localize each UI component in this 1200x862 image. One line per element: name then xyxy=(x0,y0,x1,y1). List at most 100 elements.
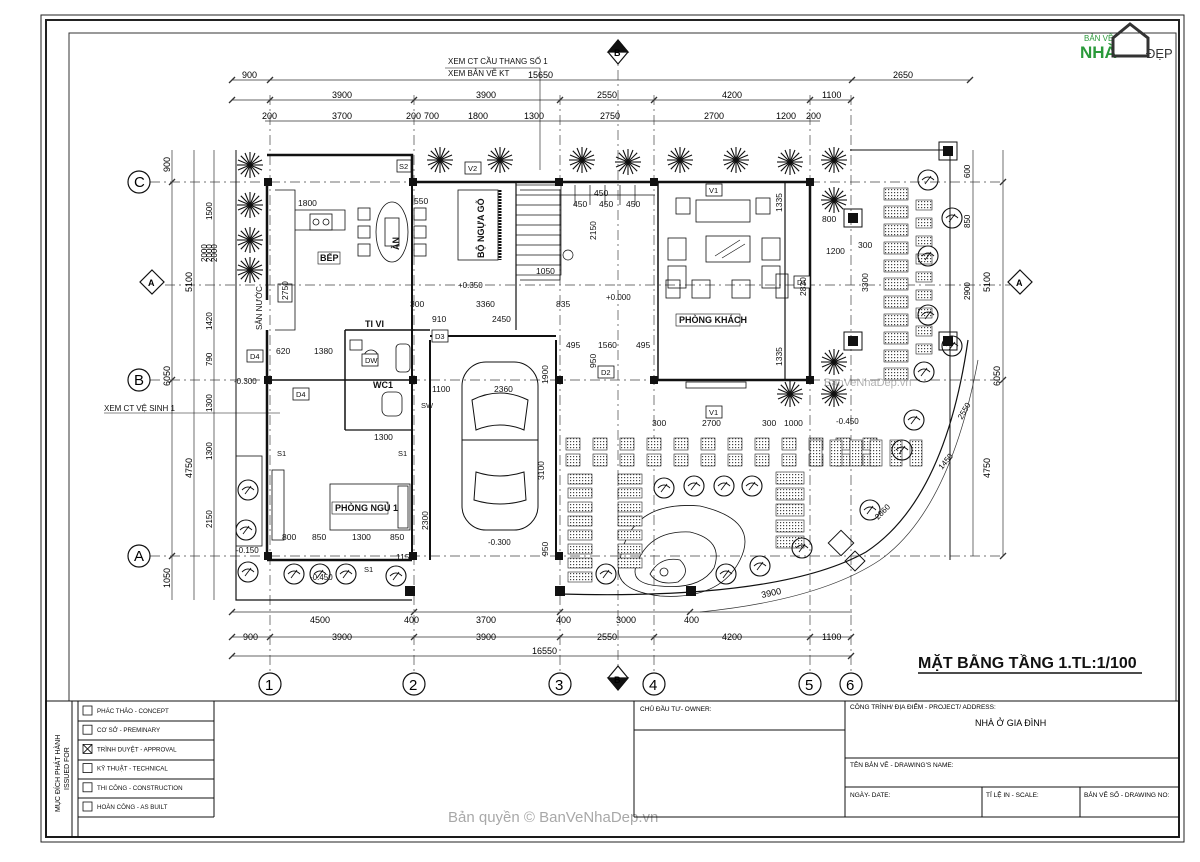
paving-tile xyxy=(567,515,593,527)
svg-text:1560: 1560 xyxy=(598,340,617,350)
dim-left-6050: 6050 xyxy=(162,366,172,386)
logo-line3: ĐẸP xyxy=(1146,46,1173,61)
interior-dims: 1800 550 2750 1050 300 3360 910 2450 835… xyxy=(276,188,872,562)
checkbox xyxy=(82,763,93,773)
issue-option: KỸ THUẬT - TECHNICAL xyxy=(82,763,168,773)
shrub-icon xyxy=(859,499,881,521)
paving-tile xyxy=(883,331,909,345)
date-label: NGÀY- DATE: xyxy=(850,790,891,799)
palm-plant-icon xyxy=(615,149,641,175)
logo-line1: BẢN VẼ xyxy=(1084,34,1113,43)
axis-B: B xyxy=(134,372,144,389)
issue-option-label: KỸ THUẬT - TECHNICAL xyxy=(97,766,168,773)
dim-left-1420: 1420 xyxy=(205,312,214,330)
issue-option: TRÌNH DUYỆT - APPROVAL xyxy=(82,744,177,754)
svg-text:1200: 1200 xyxy=(826,246,845,256)
paving-tile xyxy=(883,313,909,327)
axis-1: 1 xyxy=(265,677,273,694)
paving-tile xyxy=(869,439,883,467)
paving-tile xyxy=(617,501,643,513)
paving-tile xyxy=(673,437,689,451)
paving-tile xyxy=(646,453,662,467)
palm-plant-icon xyxy=(487,147,513,173)
shrub-icon xyxy=(891,439,913,461)
svg-text:620: 620 xyxy=(276,346,290,356)
title-block xyxy=(45,700,1180,838)
bottom-dimensions: 4500 400 3700 400 3000 400 900 3900 3900… xyxy=(243,586,841,656)
section-a-left: A xyxy=(148,278,155,288)
dim-det-3700: 3700 xyxy=(332,111,352,121)
rock-garden xyxy=(618,505,746,597)
svg-text:850: 850 xyxy=(390,532,404,542)
dim-axis-2550: 2550 xyxy=(597,90,617,100)
tag-dw: DW xyxy=(365,356,378,365)
svg-text:1000: 1000 xyxy=(784,418,803,428)
scale-label: TỈ LỆ IN - SCALE: xyxy=(986,790,1039,799)
axis-6: 6 xyxy=(846,677,854,694)
tag-s1-c: S1 xyxy=(364,565,373,574)
svg-text:550: 550 xyxy=(414,196,428,206)
shrub-icon xyxy=(749,555,771,577)
tag-sw: SW xyxy=(421,401,434,410)
dim-det-2700: 2700 xyxy=(704,111,724,121)
note-stair: XEM CT CẦU THANG SỐ 1 xyxy=(448,56,548,66)
svg-text:1050: 1050 xyxy=(536,266,555,276)
paving-tile xyxy=(883,367,909,381)
paving-tile xyxy=(619,453,635,467)
issue-option: PHÁC THẢO - CONCEPT xyxy=(82,705,169,716)
note-toilet: XEM CT VỆ SINH 1 xyxy=(104,404,176,413)
svg-text:2300: 2300 xyxy=(420,511,430,530)
svg-text:850: 850 xyxy=(312,532,326,542)
tag-d3: D3 xyxy=(435,332,445,341)
svg-text:450: 450 xyxy=(599,199,613,209)
shrub-icon xyxy=(917,169,939,191)
axis-2: 2 xyxy=(409,677,417,694)
svg-text:495: 495 xyxy=(566,340,580,350)
paving-tile xyxy=(915,289,933,301)
svg-text:2360: 2360 xyxy=(494,384,513,394)
shrub-icon xyxy=(595,563,617,585)
paving-tile xyxy=(754,453,770,467)
dim-left-2150: 2150 xyxy=(205,510,214,528)
svg-text:450: 450 xyxy=(594,188,608,198)
dim-det-1200: 1200 xyxy=(776,111,796,121)
svg-text:950: 950 xyxy=(588,354,598,368)
dim-det-2750: 2750 xyxy=(600,111,620,121)
paving-tile xyxy=(775,471,805,485)
dim-axis-3900b: 3900 xyxy=(476,90,496,100)
paving-tile xyxy=(915,199,933,211)
paving-tile xyxy=(915,235,933,247)
tag-labels: S2 V2 V1 D4 D3 D2 D1 S1 S1 S1 SW DW V1 D… xyxy=(250,162,807,574)
dim-top-900: 900 xyxy=(242,70,257,80)
shrub-icon xyxy=(237,479,259,501)
house-icon xyxy=(1111,22,1150,58)
paving-tile xyxy=(565,453,581,467)
dim-bot-3000: 3000 xyxy=(616,615,636,625)
paving-tile xyxy=(567,501,593,513)
paving-tile xyxy=(809,439,823,467)
dim-left-2000a: 2000 xyxy=(200,244,209,262)
dim-bot-400a: 400 xyxy=(404,615,419,625)
room-laundry: SÂN NƯỚC xyxy=(255,286,264,330)
axis-C: C xyxy=(134,174,145,191)
paving-tile xyxy=(567,543,593,555)
paving-tile xyxy=(619,437,635,451)
issue-option-label: PHÁC THẢO - CONCEPT xyxy=(97,708,169,715)
level-yard-left: -0.450 xyxy=(310,573,333,582)
axis-3: 3 xyxy=(555,677,563,694)
svg-text:3360: 3360 xyxy=(476,299,495,309)
dim-det-200b: 200 xyxy=(406,111,421,121)
svg-text:1800: 1800 xyxy=(298,198,317,208)
checkbox xyxy=(82,705,93,716)
paving-tile xyxy=(775,487,805,501)
svg-text:300: 300 xyxy=(762,418,776,428)
dim-bot-axis-4200: 4200 xyxy=(722,632,742,642)
project-label: CÔNG TRÌNH/ ĐỊA ĐIỂM - PROJECT/ ADDRESS: xyxy=(850,702,996,711)
issued-for-en: ISSUED FOR xyxy=(64,747,71,790)
palm-plant-icon xyxy=(821,381,847,407)
note-kt: XEM BẢN VẼ KT xyxy=(448,69,509,78)
dim-left-5100: 5100 xyxy=(184,272,194,292)
paving-tile xyxy=(567,487,593,499)
dim-right-2900: 2900 xyxy=(963,282,972,300)
